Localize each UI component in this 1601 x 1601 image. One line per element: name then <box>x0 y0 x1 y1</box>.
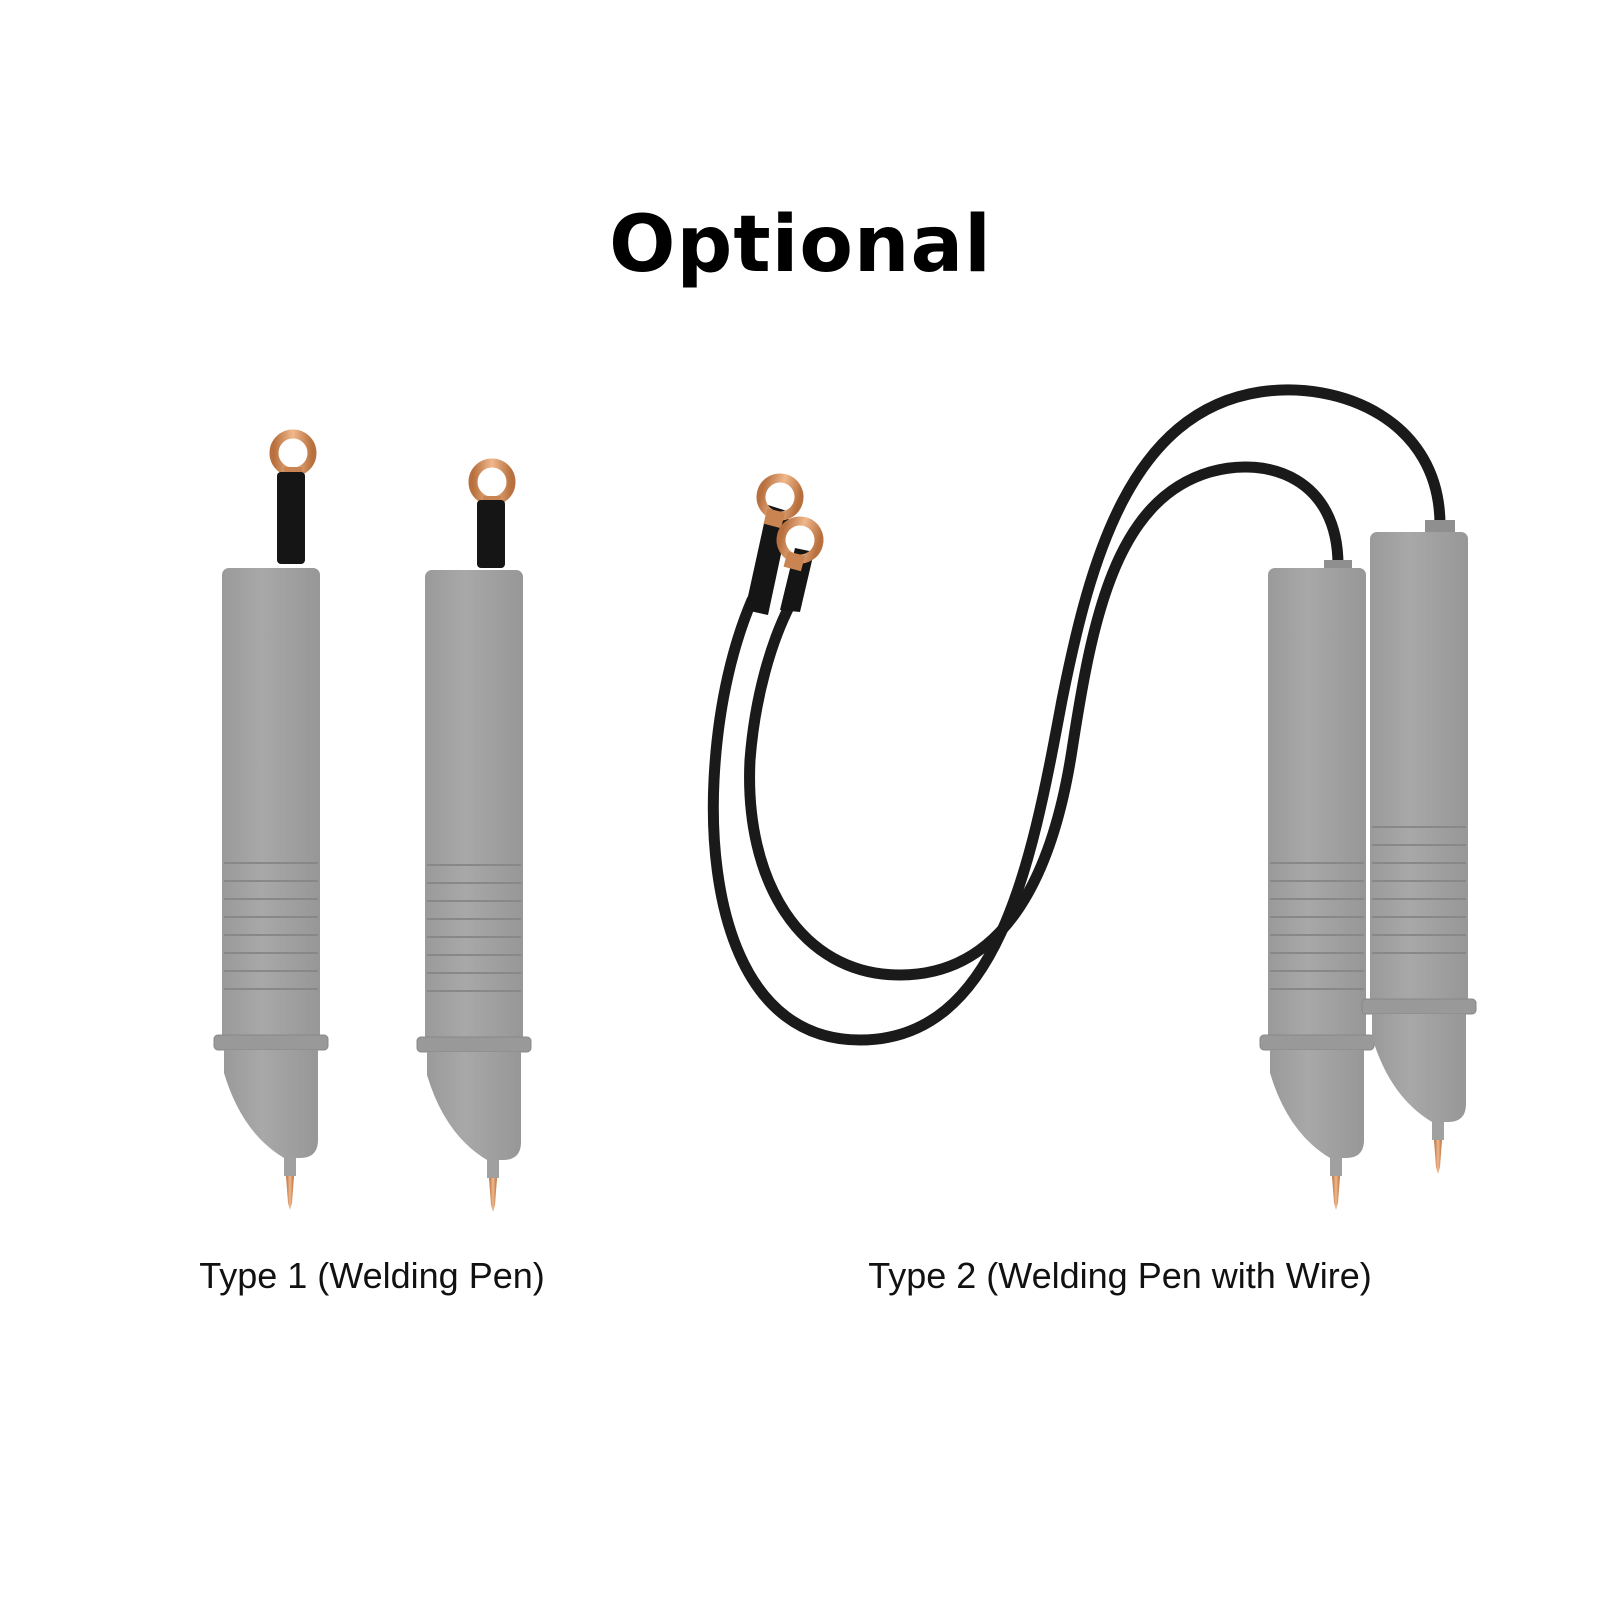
type2-label: Type 2 (Welding Pen with Wire) <box>868 1255 1372 1296</box>
welding-pen-type1-b <box>416 463 532 1213</box>
page-title: Optional <box>609 200 992 290</box>
welding-pen-type2-b <box>1361 531 1477 1175</box>
welding-pen-type1-a <box>213 434 329 1211</box>
wire-lugs <box>745 474 823 615</box>
type1-label: Type 1 (Welding Pen) <box>199 1255 545 1296</box>
welding-pen-type2-a <box>1259 567 1375 1211</box>
welding-wire <box>707 384 1446 1046</box>
